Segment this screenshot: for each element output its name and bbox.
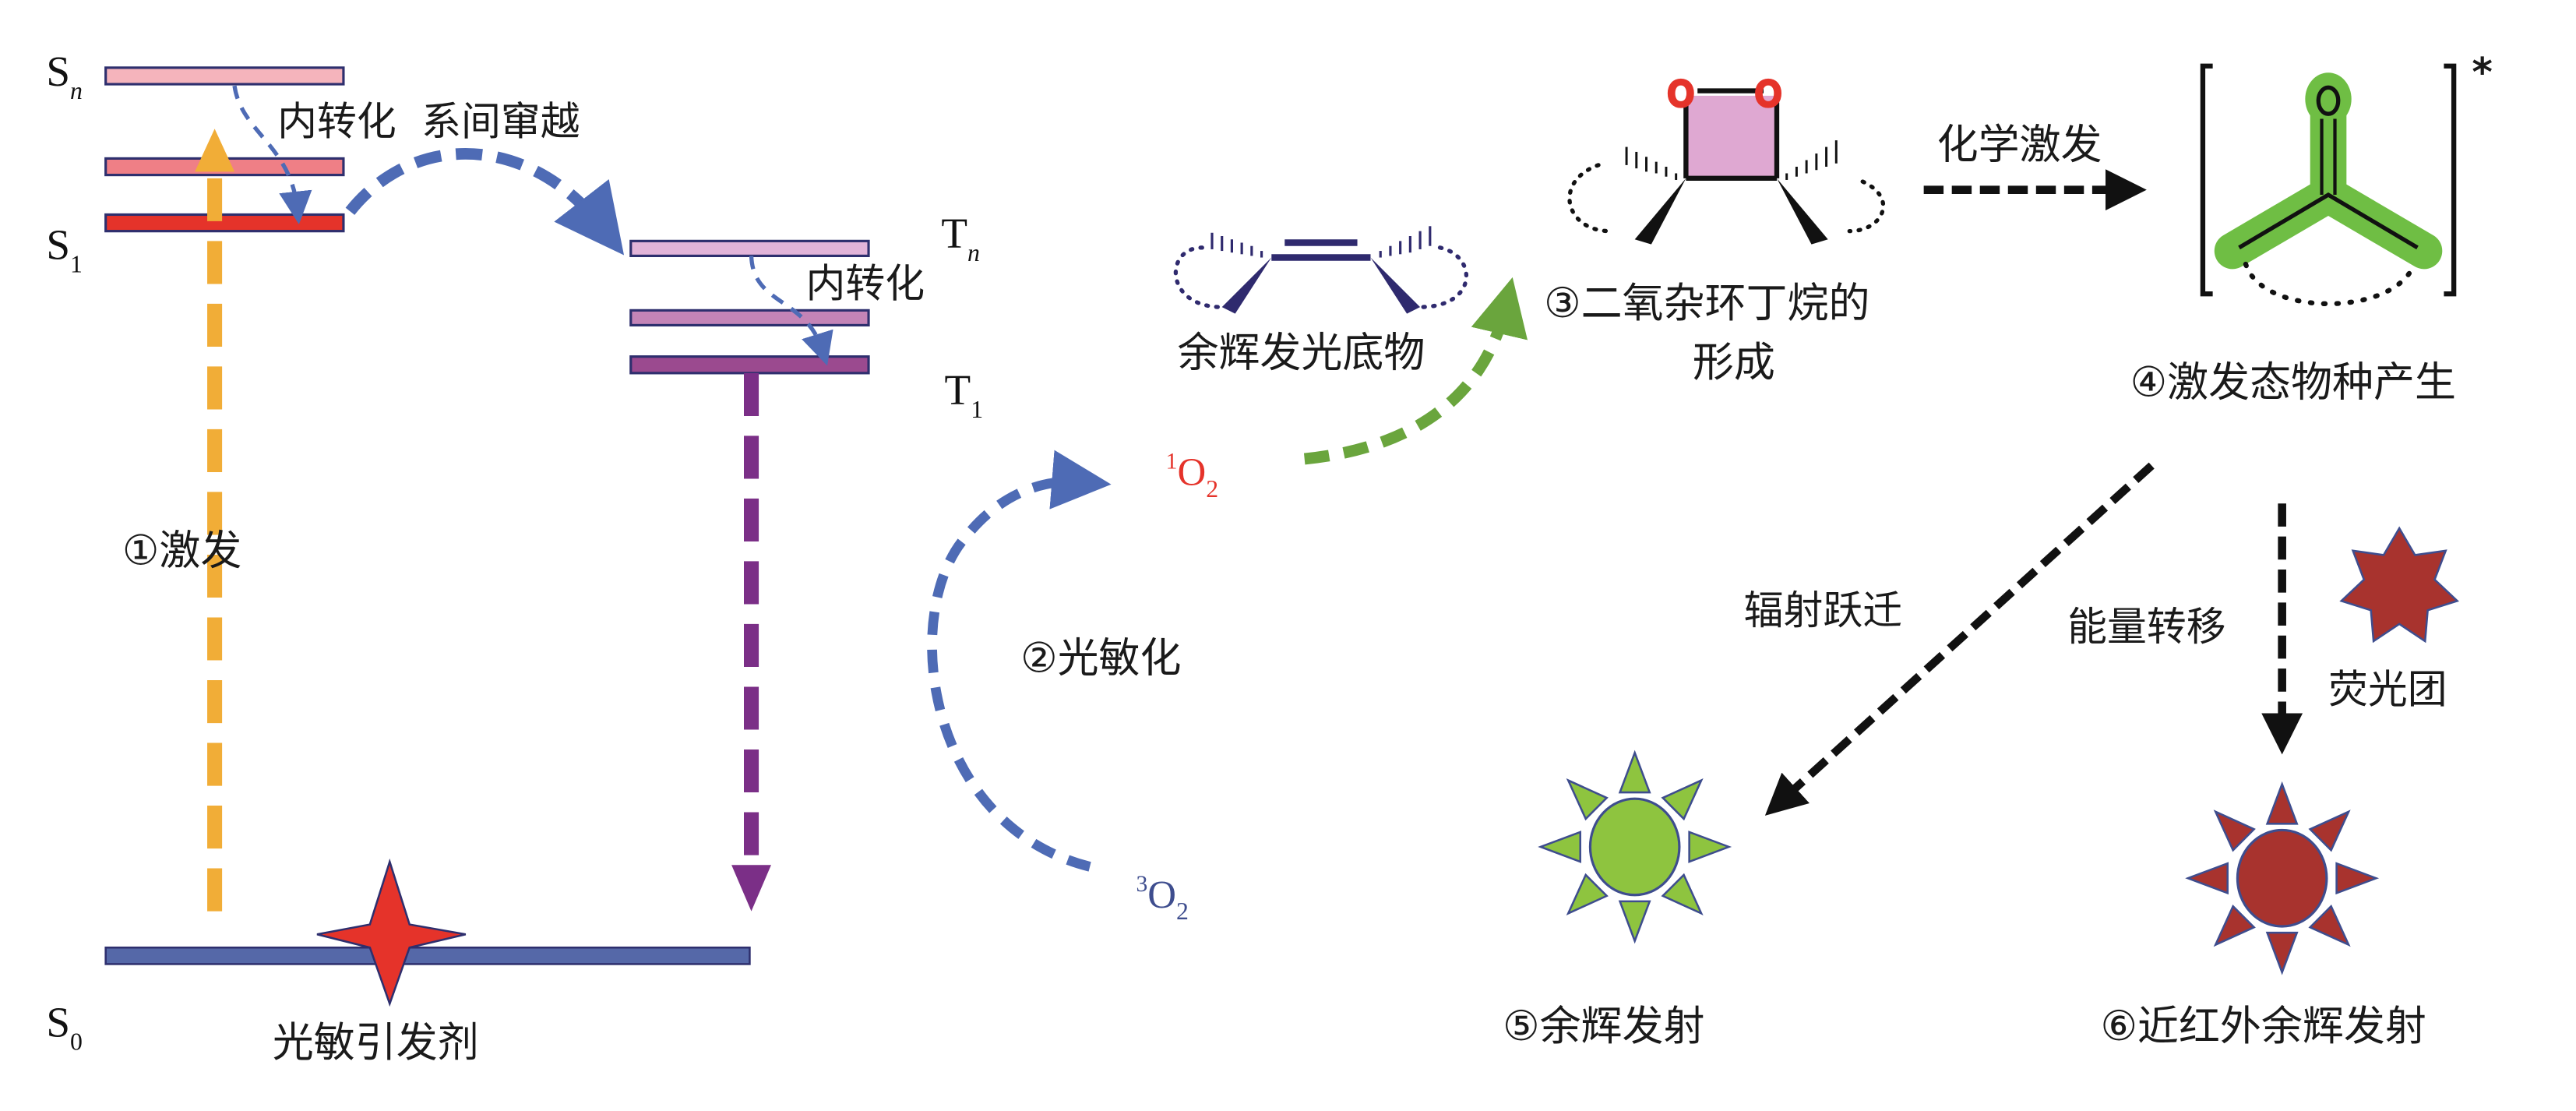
intersystem-crossing-arrow — [345, 147, 625, 256]
fluorophore-star-shape — [2339, 526, 2460, 644]
energy-level-Sn — [104, 66, 345, 86]
relaxation-arrow-head — [731, 865, 771, 912]
dioxetane-oxygen-right: O — [1755, 76, 1781, 114]
energy-level-T-intermediate — [629, 309, 870, 327]
nir-afterglow-emission-sun-icon — [2185, 781, 2380, 975]
label-Tn: Tn — [941, 210, 980, 266]
oxidation-arrow — [1303, 277, 1528, 465]
label-step5-afterglow-emission: ⑤余辉发射 — [1503, 1003, 1704, 1050]
photosensitization-arrow — [927, 450, 1112, 872]
afterglow-sun-ray — [1661, 778, 1704, 821]
afterglow-sun-ray — [1566, 778, 1609, 821]
afterglow-emission-sun-icon — [1538, 749, 1732, 944]
internal-conversion-arrow-singlet — [232, 85, 312, 225]
label-energy-transfer: 能量转移 — [2067, 604, 2226, 650]
excited-carbonyl-species: * — [2200, 49, 2493, 307]
nir-sun-core — [2236, 828, 2328, 928]
afterglow-sun-ray — [1566, 873, 1609, 915]
nir-sun-ray — [2265, 931, 2299, 975]
label-radiative-transition: 辐射跃迁 — [1744, 587, 1903, 633]
excitation-arrow-head — [195, 129, 235, 172]
nir-sun-ray — [2213, 809, 2256, 852]
energy-level-S1 — [104, 213, 345, 233]
photosensitization-cycle: ②光敏化 1O2 3O2 — [927, 277, 1528, 925]
energy-level-S0 — [104, 946, 751, 965]
label-chemical-excitation: 化学激发 — [1937, 121, 2102, 168]
label-step1-excitation: ①激发 — [122, 527, 241, 575]
label-internal-conversion-isc: 内转化 系间窜越 — [277, 99, 580, 145]
internal-conversion-arrow-triplet — [749, 256, 833, 366]
label-triplet-oxygen: 3O2 — [1136, 872, 1188, 925]
label-step3-line2: 形成 — [1693, 339, 1775, 386]
dioxetane-oxygen-left: O — [1668, 76, 1693, 114]
jablonski-diagram: Sn S1 S0 Tn T1 内转化 系间窜越 内转化 ①激发 光敏引发剂 — [46, 48, 983, 1067]
energy-level-T1 — [629, 355, 870, 375]
excited-state-asterisk: * — [2472, 49, 2493, 95]
label-afterglow-substrate: 余辉发光底物 — [1177, 329, 1425, 376]
afterglow-sun-ray — [1618, 749, 1651, 794]
dioxetane-molecule: O O — [1567, 73, 1886, 245]
label-singlet-oxygen: 1O2 — [1166, 450, 1218, 503]
label-S1: S1 — [46, 221, 83, 278]
nir-sun-ray — [2308, 809, 2351, 852]
afterglow-sun-core — [1588, 797, 1681, 897]
label-fluorophore: 荧光团 — [2328, 667, 2447, 713]
afterglow-substrate-molecule — [1173, 226, 1468, 314]
radiative-transition-arrow — [1764, 462, 2155, 816]
label-step3-line1: ③二氧杂环丁烷的 — [1544, 280, 1869, 327]
label-step4-excited-species: ④激发态物种产生 — [2130, 359, 2456, 407]
nir-sun-ray — [2213, 905, 2256, 947]
carbonyl-oxygen — [2316, 85, 2341, 116]
label-photosensitizer: 光敏引发剂 — [273, 1019, 479, 1067]
label-Sn: Sn — [46, 48, 83, 104]
label-internal-conversion-triplet: 内转化 — [805, 260, 925, 306]
afterglow-sun-ray — [1661, 873, 1704, 915]
fluorophore-star-icon — [2339, 526, 2460, 644]
label-step6-nir-afterglow-emission: ⑥近红外余辉发射 — [2100, 1003, 2426, 1050]
afterglow-sun-ray — [1618, 900, 1651, 944]
nir-sun-ray — [2265, 781, 2299, 825]
nir-sun-ray — [2185, 862, 2229, 895]
label-step2-photosensitization: ②光敏化 — [1020, 634, 1181, 682]
nir-sun-ray — [2308, 905, 2351, 947]
label-S0: S0 — [46, 999, 83, 1056]
afterglow-sun-ray — [1538, 831, 1581, 863]
photosensitizer-star-icon — [316, 858, 467, 1007]
energy-level-Tn — [629, 239, 870, 258]
afterglow-sun-ray — [1688, 831, 1732, 863]
label-T1: T1 — [945, 366, 984, 423]
nir-sun-ray — [2335, 862, 2380, 895]
